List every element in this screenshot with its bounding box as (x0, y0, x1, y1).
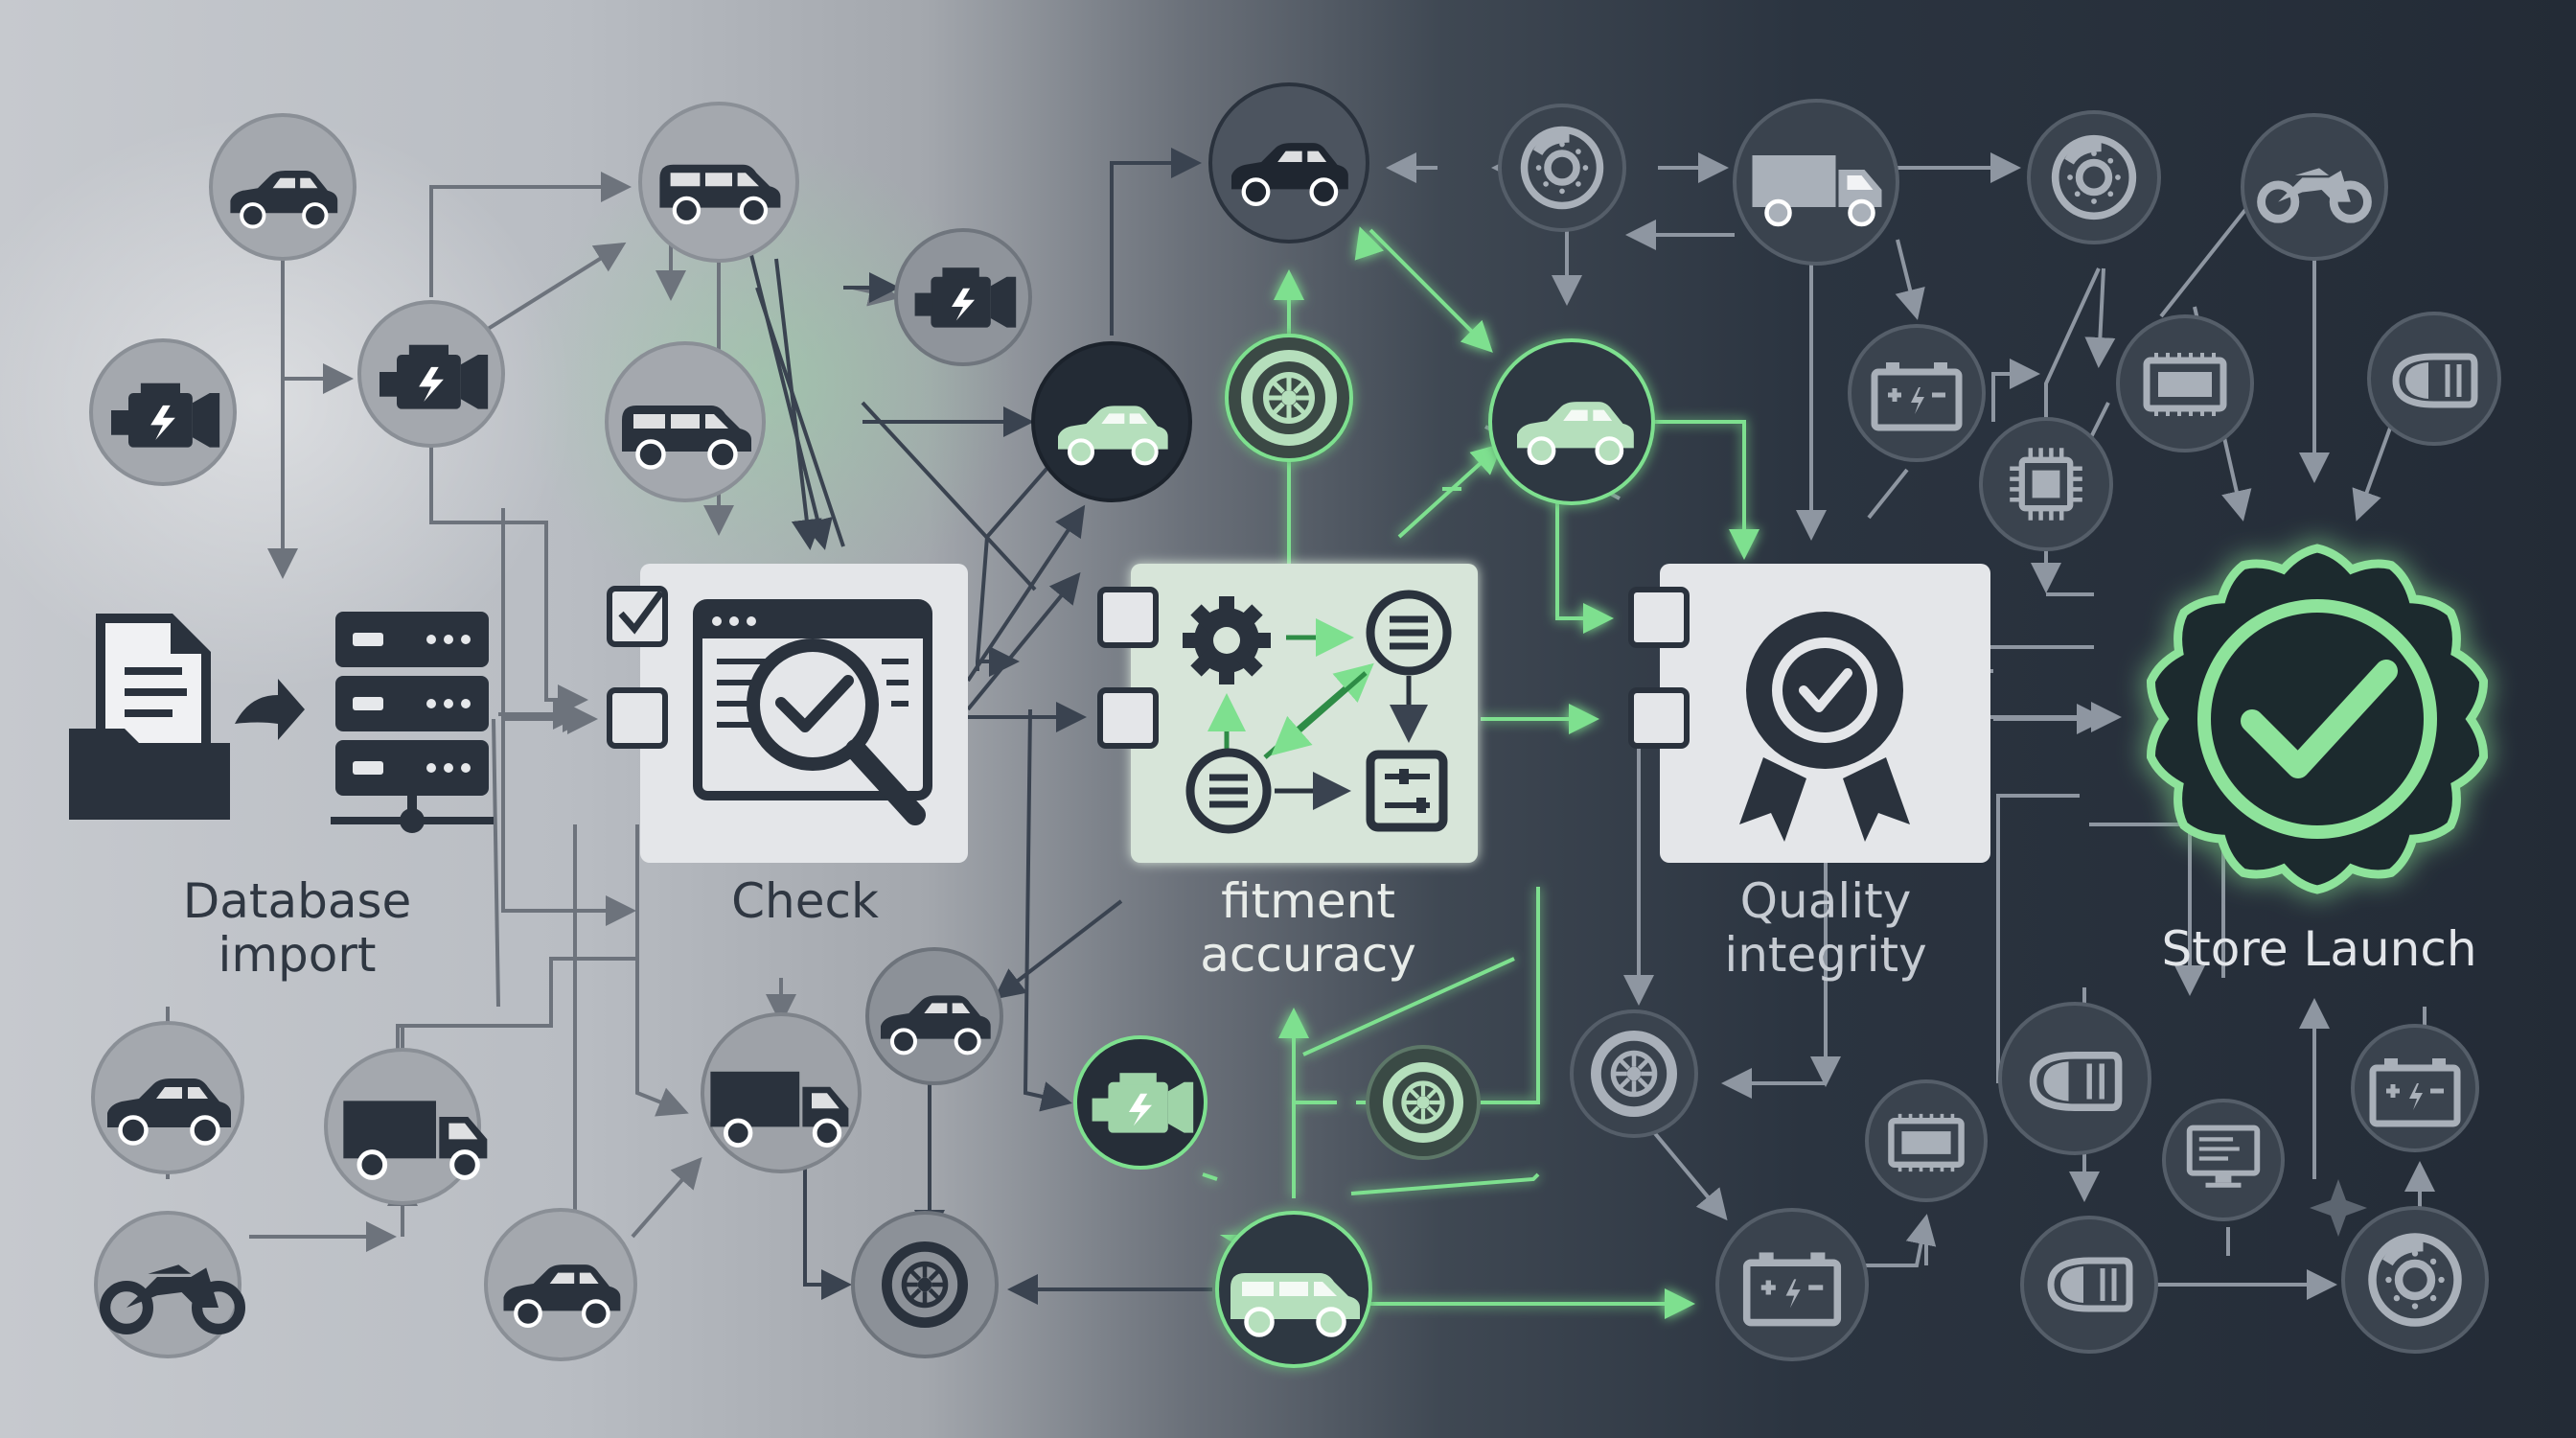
list-icon (1366, 590, 1452, 676)
magnifier-icon (747, 638, 926, 825)
node-brake-right (2027, 110, 2161, 244)
node-car-midbottom (865, 947, 1003, 1085)
stage-import-icon (69, 612, 494, 833)
node-tire-right (1570, 1009, 1698, 1138)
stage-label-quality: Quality integrity (1724, 873, 1927, 983)
node-moto-right (2241, 113, 2388, 261)
sliders-icon (1366, 750, 1448, 832)
sparkle-icon (2310, 1179, 2367, 1237)
node-brake-bottomright (2341, 1206, 2489, 1354)
browser-window-icon (693, 599, 932, 800)
check-checkboxes (607, 586, 668, 749)
fitment-checkboxes (1097, 587, 1159, 749)
stage-label-import: Database import (182, 873, 412, 983)
green-spot (518, 144, 1016, 623)
node-battery-bottomright (2351, 1024, 2479, 1152)
award-badge-icon (1739, 612, 1910, 842)
stage-fitment-card (1131, 564, 1478, 863)
node-engine-v (894, 228, 1032, 366)
quality-checkboxes (1628, 587, 1690, 749)
node-board-bottom (1865, 1079, 1988, 1202)
node-car-green-center (1488, 338, 1655, 505)
node-headlight-right (2367, 312, 2501, 446)
node-truck-mid (701, 1012, 862, 1173)
node-car-dark-top (1208, 82, 1369, 244)
node-car-topleft (209, 113, 356, 261)
node-car-bottom (484, 1208, 637, 1361)
node-tire-green (1225, 334, 1353, 462)
node-chip-right (1979, 417, 2113, 551)
node-tire-bottom (851, 1211, 999, 1358)
node-battery-bottom (1715, 1208, 1869, 1361)
node-brake-top (1498, 104, 1626, 232)
stage-label-fitment: fitment accuracy (1200, 873, 1416, 983)
node-battery-right (1848, 324, 1986, 462)
node-tire-dark-bottom (1366, 1045, 1481, 1160)
node-car-light-bottom (1215, 1211, 1372, 1368)
list-icon-2 (1185, 748, 1272, 834)
node-engine-left (89, 338, 237, 486)
node-board-right (2116, 314, 2254, 452)
node-suv-top (638, 102, 799, 263)
node-truck-bottomleft (324, 1048, 487, 1205)
node-monitor-bottom (2162, 1099, 2285, 1221)
node-headlight-bottom (1998, 1002, 2151, 1155)
node-headlight-bottom2 (2020, 1216, 2158, 1354)
node-engine-parts (357, 300, 505, 448)
gear-icon (1183, 596, 1271, 684)
stage-label-check: Check (731, 873, 879, 929)
node-moto-bottomleft (94, 1211, 240, 1358)
verified-badge-icon (2147, 544, 2488, 894)
stage-check-card (640, 564, 968, 863)
stage-label-launch: Store Launch (2161, 921, 2477, 977)
stage-quality-card (1660, 564, 1990, 863)
connectors-dark (746, 148, 1212, 1305)
node-engine-dark (1073, 1035, 1208, 1170)
node-truck-right (1733, 99, 1899, 266)
node-suv-mid (605, 341, 766, 502)
node-car-bottomleft (91, 1021, 244, 1174)
node-car-dark-hub (1031, 341, 1192, 502)
